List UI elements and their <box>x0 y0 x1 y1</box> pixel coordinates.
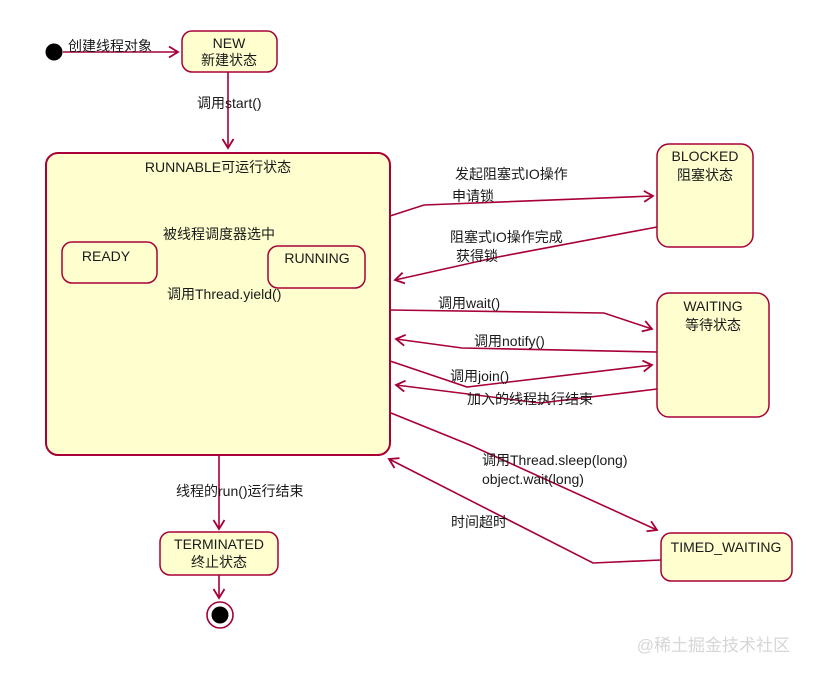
label-lock-acquired: 获得锁 <box>456 248 498 264</box>
label-join-call: 调用join() <box>450 368 509 384</box>
arrow-timeout <box>387 457 662 564</box>
state-new-subtitle: 新建状态 <box>201 52 257 68</box>
state-new-title: NEW <box>213 35 246 51</box>
state-blocked-title: BLOCKED <box>672 148 739 164</box>
state-waiting: WAITING 等待状态 <box>656 292 770 418</box>
state-new-box <box>181 30 278 73</box>
state-timed-waiting: TIMED_WAITING <box>660 532 793 582</box>
label-timeout: 时间超时 <box>451 514 507 530</box>
label-notify-call: 调用notify() <box>474 333 545 349</box>
state-ready-box <box>61 241 158 284</box>
state-running: RUNNING <box>267 245 366 289</box>
state-new: NEW 新建状态 <box>181 30 278 73</box>
label-yield: 调用Thread.yield() <box>167 286 281 302</box>
final-node <box>206 601 234 629</box>
label-object-wait-call: object.wait(long) <box>482 471 584 487</box>
state-runnable: RUNNABLE可运行状态 <box>45 152 391 456</box>
state-terminated-box <box>159 531 279 576</box>
arrow-join-finished <box>394 379 658 404</box>
state-timed-waiting-title: TIMED_WAITING <box>671 539 782 555</box>
arrow-notify <box>394 333 658 353</box>
state-terminated: TERMINATED 终止状态 <box>159 531 279 576</box>
transition-arrows <box>63 45 662 600</box>
arrow-from-blocked <box>393 226 658 285</box>
state-terminated-title: TERMINATED <box>174 536 264 552</box>
initial-node <box>45 43 63 61</box>
state-runnable-box <box>45 152 391 456</box>
arrow-wait <box>389 309 654 333</box>
state-blocked-subtitle: 阻塞状态 <box>677 167 733 183</box>
label-lock-request: 申请锁 <box>452 188 494 204</box>
transition-labels: 创建线程对象 调用start() 被线程调度器选中 调用Thread.yield… <box>68 38 628 530</box>
state-waiting-subtitle: 等待状态 <box>685 317 741 333</box>
arrow-join <box>389 359 654 388</box>
arrow-to-blocked <box>389 190 655 217</box>
label-create: 创建线程对象 <box>68 38 152 54</box>
state-waiting-box <box>656 292 770 418</box>
state-ready-title: READY <box>82 248 131 264</box>
state-running-title: RUNNING <box>284 250 349 266</box>
label-schedule: 被线程调度器选中 <box>163 226 275 242</box>
label-join-finished: 加入的线程执行结束 <box>467 391 593 407</box>
label-io-complete: 阻塞式IO操作完成 <box>450 229 563 245</box>
label-wait-call: 调用wait() <box>438 295 500 311</box>
label-io-request: 发起阻塞式IO操作 <box>455 166 568 182</box>
final-node-dot <box>211 606 229 624</box>
state-runnable-title: RUNNABLE可运行状态 <box>145 159 291 175</box>
state-running-box <box>267 245 366 289</box>
state-blocked: BLOCKED 阻塞状态 <box>656 143 754 248</box>
arrow-sleep <box>390 412 659 533</box>
label-start-call: 调用start() <box>197 95 262 111</box>
state-terminated-subtitle: 终止状态 <box>191 554 247 570</box>
state-timed-waiting-box <box>660 532 793 582</box>
watermark: @稀土掘金技术社区 <box>637 636 790 655</box>
label-sleep-call: 调用Thread.sleep(long) <box>482 452 628 468</box>
state-ready: READY <box>61 241 158 284</box>
state-blocked-box <box>656 143 754 248</box>
label-run-finished: 线程的run()运行结束 <box>176 483 304 499</box>
state-waiting-title: WAITING <box>683 298 742 314</box>
